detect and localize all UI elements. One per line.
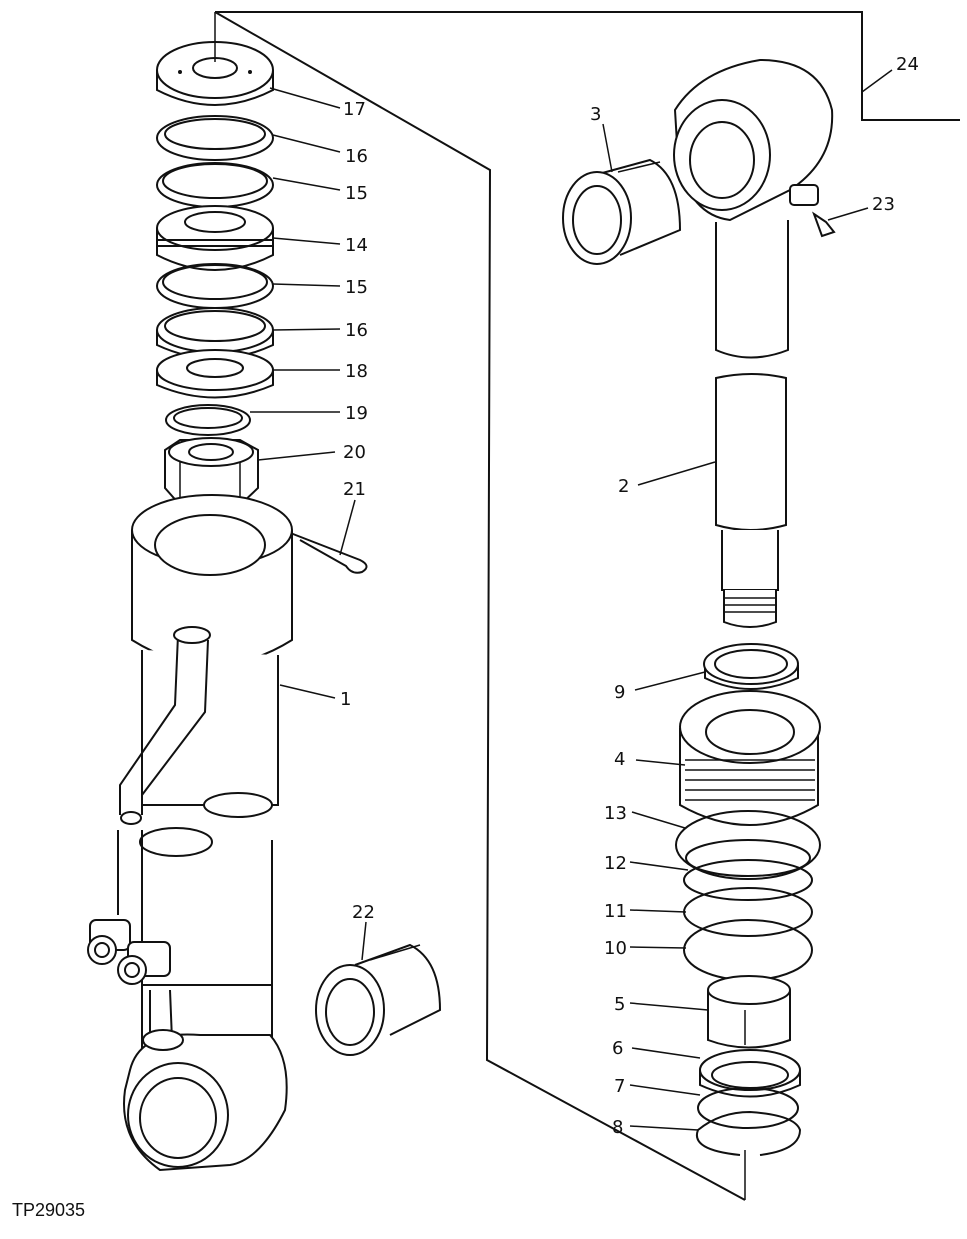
part-17-gland xyxy=(156,12,274,106)
callout-14: 14 xyxy=(345,235,368,256)
callout-10: 10 xyxy=(604,938,627,959)
callout-23: 23 xyxy=(872,194,895,215)
part-16-ring-upper xyxy=(156,115,274,161)
part-3-bushing xyxy=(562,158,682,265)
part-18-washer xyxy=(156,349,274,399)
callout-8: 8 xyxy=(612,1117,623,1138)
part-4-cylinder-head xyxy=(679,690,821,826)
part-13-ring xyxy=(675,810,821,880)
callout-24: 24 xyxy=(896,54,919,75)
callout-13: 13 xyxy=(604,803,627,824)
part-5-bushing xyxy=(707,975,791,1049)
callout-18: 18 xyxy=(345,361,368,382)
rod-seal-stack xyxy=(675,643,821,1156)
part-8-snap-ring xyxy=(695,1110,802,1156)
callout-21: 21 xyxy=(343,479,366,500)
gland-stack xyxy=(156,12,368,574)
callout-1: 1 xyxy=(340,689,351,710)
part-21-cotter-pin xyxy=(261,521,368,574)
callout-20: 20 xyxy=(343,442,366,463)
leader-lines xyxy=(250,87,869,1131)
part-10-ring xyxy=(683,919,813,981)
part-16-ring-lower xyxy=(156,307,274,360)
part-2-rod xyxy=(673,58,836,628)
callout-12: 12 xyxy=(604,853,627,874)
callout-labels: 17 16 15 14 15 16 18 19 20 21 1 22 3 2 2… xyxy=(340,54,919,1138)
callout-16: 16 xyxy=(345,146,368,167)
part-12-ring xyxy=(685,839,811,877)
callout-17: 17 xyxy=(343,99,366,120)
callout-22: 22 xyxy=(352,902,375,923)
part-15-ring-upper xyxy=(156,162,274,208)
callout-15: 15 xyxy=(345,183,368,204)
boundary-lines xyxy=(214,11,960,1201)
callout-5: 5 xyxy=(614,994,625,1015)
part-7-ring xyxy=(697,1087,799,1129)
callout-11: 11 xyxy=(604,901,627,922)
callout-16: 16 xyxy=(345,320,368,341)
callout-15: 15 xyxy=(345,277,368,298)
callout-7: 7 xyxy=(614,1076,625,1097)
part-20-nut xyxy=(164,437,259,506)
part-1-barrel xyxy=(87,494,293,1172)
part-9-seal xyxy=(703,643,799,690)
callout-4: 4 xyxy=(614,749,625,770)
callout-19: 19 xyxy=(345,403,368,424)
part-6-seal xyxy=(699,1049,801,1098)
part-14-piston xyxy=(156,205,274,271)
callout-2: 2 xyxy=(618,476,629,497)
callout-3: 3 xyxy=(590,104,601,125)
figure-code: TP29035 xyxy=(12,1200,85,1220)
callout-6: 6 xyxy=(612,1038,623,1059)
callout-9: 9 xyxy=(614,682,625,703)
part-22-bushing xyxy=(315,943,442,1056)
part-19-ring xyxy=(165,404,251,436)
